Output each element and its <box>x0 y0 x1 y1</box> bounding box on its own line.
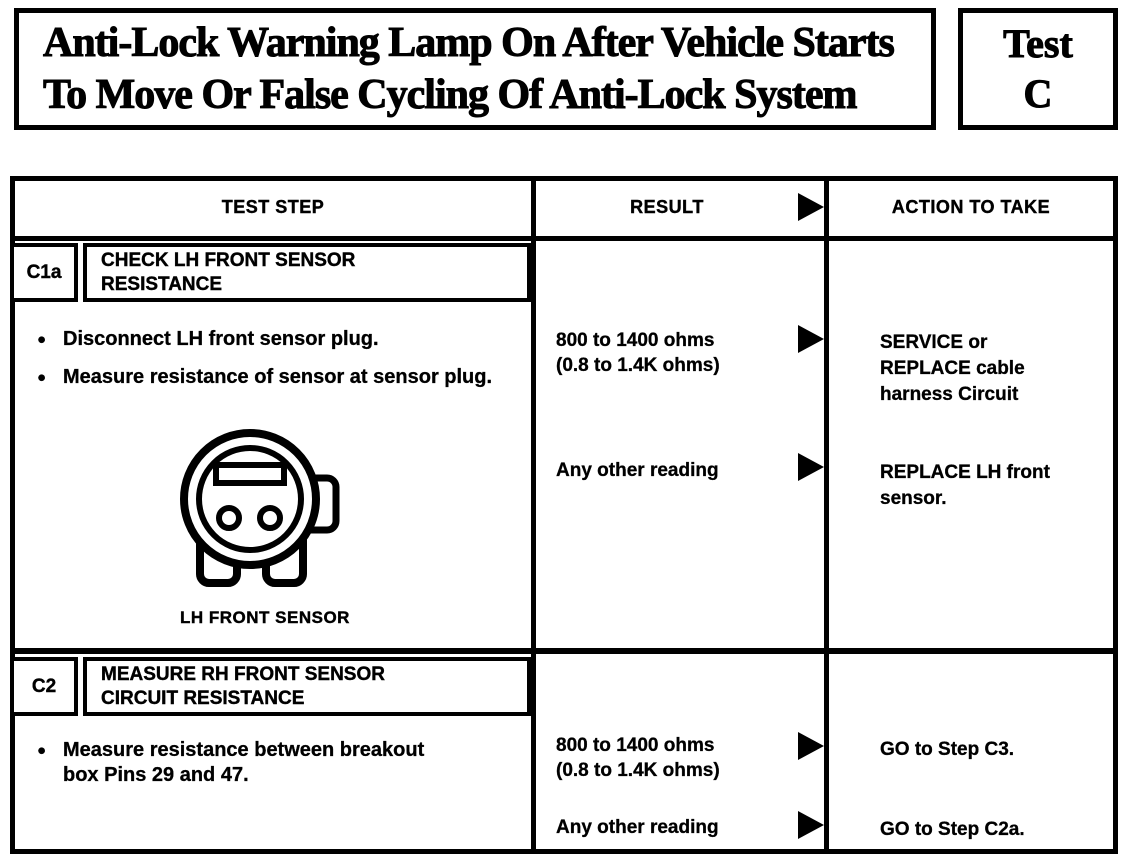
result-line: (0.8 to 1.4K ohms) <box>556 355 720 376</box>
step-band-c2: C2 MEASURE RH FRONT SENSOR CIRCUIT RESIS… <box>10 657 531 716</box>
document-title-box: Anti-Lock Warning Lamp On After Vehicle … <box>14 8 936 130</box>
test-id-box: Test C <box>958 8 1118 130</box>
result-line: Any other reading <box>556 460 719 481</box>
result-line: Any other reading <box>556 817 719 838</box>
column-header-action: ACTION TO TAKE <box>891 197 1051 217</box>
list-item: ● Measure resistance of sensor at sensor… <box>37 365 492 390</box>
step-divider <box>15 648 1113 654</box>
document-title-line2: To Move Or False Cycling Of Anti-Lock Sy… <box>43 72 858 119</box>
bullet-text: Disconnect LH front sensor plug. <box>63 328 379 350</box>
figure-caption: LH FRONT SENSOR <box>180 608 350 627</box>
column-divider-1 <box>531 181 536 849</box>
step-id-c2: C2 <box>10 657 78 716</box>
result-line: 800 to 1400 ohms <box>556 735 715 756</box>
list-item: ● Disconnect LH front sensor plug. <box>37 327 379 352</box>
bullet-text: Measure resistance between breakout box … <box>63 739 425 786</box>
column-header-result: RESULT <box>630 197 704 217</box>
action-cell: SERVICE or REPLACE cable harness Circuit <box>880 332 1025 405</box>
action-cell: GO to Step C3. <box>880 739 1015 760</box>
column-divider-2 <box>824 181 829 849</box>
step-title-text: CHECK LH FRONT SENSOR RESISTANCE <box>101 249 356 295</box>
result-arrow-icon <box>798 325 824 353</box>
bullet-icon: ● <box>37 331 47 348</box>
result-arrow-icon <box>798 732 824 760</box>
result-cell: 800 to 1400 ohms (0.8 to 1.4K ohms) <box>556 328 720 378</box>
result-line: 800 to 1400 ohms <box>556 330 715 351</box>
test-word: Test <box>1003 21 1074 67</box>
bullet-icon: ● <box>37 369 47 386</box>
result-cell: Any other reading <box>556 458 719 483</box>
sensor-connector-icon <box>180 429 340 587</box>
step-title-c2: MEASURE RH FRONT SENSOR CIRCUIT RESISTAN… <box>83 657 531 716</box>
step-band-c1a: C1a CHECK LH FRONT SENSOR RESISTANCE <box>10 243 531 302</box>
diagnostic-table: TEST STEP RESULT ACTION TO TAKE C1a CHEC… <box>10 176 1118 854</box>
result-cell: Any other reading <box>556 815 719 840</box>
header-divider <box>15 236 1113 241</box>
step-id-c1a: C1a <box>10 243 78 302</box>
result-arrow-icon <box>798 811 824 839</box>
step-title-text: MEASURE RH FRONT SENSOR CIRCUIT RESISTAN… <box>101 663 385 709</box>
action-cell: REPLACE LH front sensor. <box>880 462 1050 509</box>
list-item: ● Measure resistance between breakout bo… <box>37 738 463 788</box>
result-arrow-icon <box>798 453 824 481</box>
result-line: (0.8 to 1.4K ohms) <box>556 760 720 781</box>
column-header-test-step: TEST STEP <box>221 197 325 217</box>
test-letter: C <box>1023 71 1053 117</box>
result-arrow-icon <box>798 193 824 221</box>
bullet-icon: ● <box>37 742 47 759</box>
result-cell: 800 to 1400 ohms (0.8 to 1.4K ohms) <box>556 733 720 783</box>
step-title-c1a: CHECK LH FRONT SENSOR RESISTANCE <box>83 243 531 302</box>
bullet-text: Measure resistance of sensor at sensor p… <box>63 366 493 388</box>
document-title-line1: Anti-Lock Warning Lamp On After Vehicle … <box>43 20 896 67</box>
action-cell: GO to Step C2a. <box>880 819 1025 840</box>
